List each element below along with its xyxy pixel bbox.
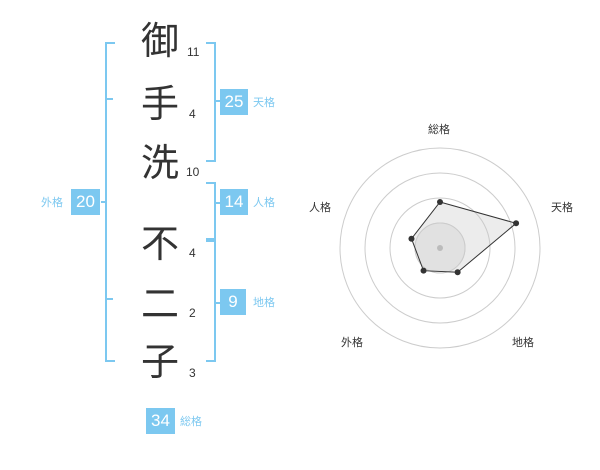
tenkaku-connector	[215, 100, 221, 102]
gaikaku-tick-2	[107, 298, 113, 300]
stroke-count-2: 4	[189, 107, 196, 121]
tenkaku-bracket	[206, 42, 216, 162]
stroke-count-5: 2	[189, 306, 196, 320]
gaikaku-badge: 20	[71, 189, 100, 215]
tenkaku-label: 天格	[253, 96, 275, 109]
soukaku-label: 総格	[180, 415, 202, 428]
name-char-3: 洗	[141, 141, 180, 185]
gaikaku-tick-1	[107, 98, 113, 100]
gaikaku-label: 外格	[41, 196, 63, 209]
jinkaku-connector	[215, 202, 221, 204]
radar-ring-4	[339, 147, 541, 349]
radar-ring-3	[364, 172, 516, 324]
radar-label-tenkaku: 天格	[551, 201, 573, 214]
name-char-2: 手	[141, 82, 180, 126]
radar-label-chikaku: 地格	[512, 336, 534, 349]
radar-label-jinkaku: 人格	[309, 201, 331, 214]
jinkaku-label: 人格	[253, 196, 275, 209]
gaikaku-connector	[101, 201, 105, 203]
radar-center-dot	[437, 245, 443, 251]
chikaku-label: 地格	[253, 296, 275, 309]
chikaku-connector	[215, 302, 221, 304]
chikaku-badge: 9	[220, 289, 246, 315]
radar-ring-2	[389, 197, 491, 299]
name-char-1: 御	[141, 19, 180, 63]
radar-label-gaikaku: 外格	[341, 336, 363, 349]
soukaku-badge: 34	[146, 408, 175, 434]
radar-point-2	[454, 269, 461, 276]
stroke-count-3: 10	[186, 165, 200, 179]
radar-label-soukaku: 総格	[428, 123, 450, 136]
chikaku-bracket	[206, 240, 216, 362]
radar-series-polygon	[410, 201, 518, 273]
gaikaku-bracket	[105, 42, 115, 362]
stroke-count-1: 11	[187, 45, 200, 59]
radar-point-0	[437, 199, 443, 205]
stroke-count-6: 3	[189, 366, 196, 380]
name-char-4: 不	[141, 222, 180, 266]
name-char-5: 二	[141, 282, 180, 326]
radar-point-3	[420, 267, 427, 274]
stroke-count-4: 4	[189, 246, 196, 260]
radar-point-4	[408, 235, 415, 242]
jinkaku-bracket	[206, 182, 216, 240]
jinkaku-badge: 14	[220, 189, 248, 215]
name-char-6: 子	[141, 340, 180, 384]
radar-point-1	[513, 220, 520, 227]
tenkaku-badge: 25	[220, 89, 248, 115]
